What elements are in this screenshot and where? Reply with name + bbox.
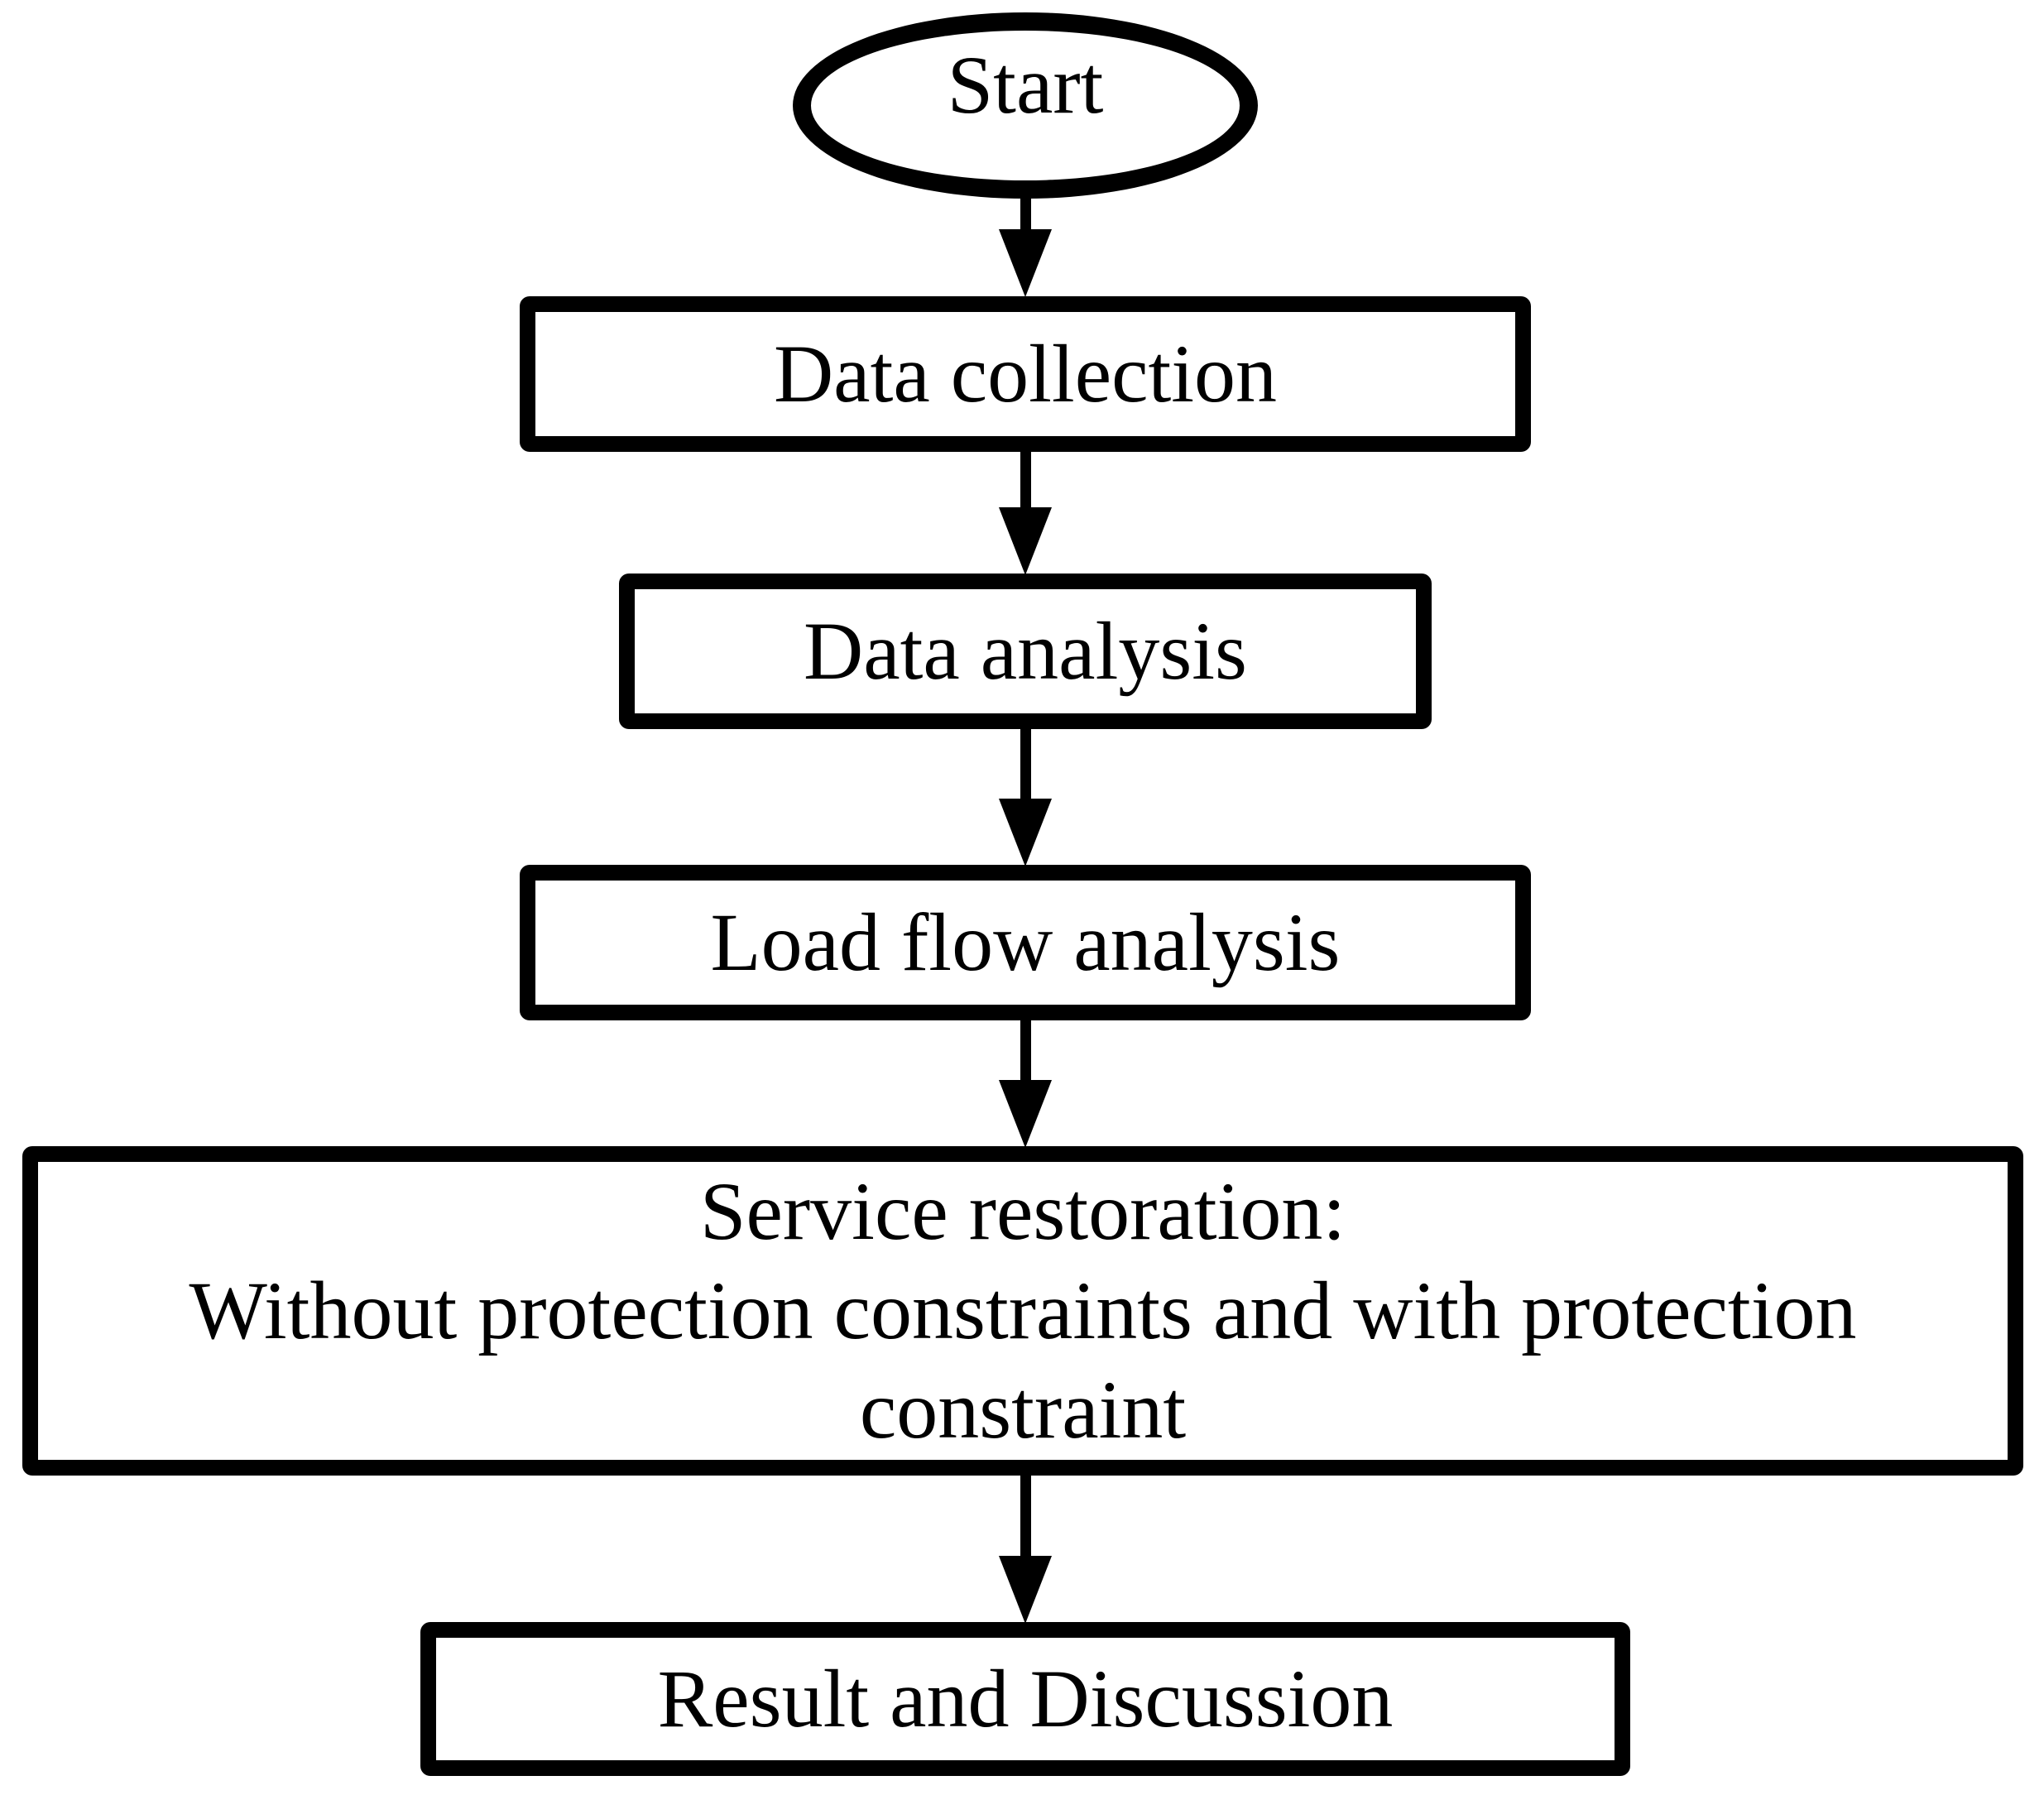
flowchart-node-result-discussion: Result and Discussion [420, 1622, 1630, 1776]
arrow-head-down-icon [999, 229, 1052, 297]
arrow-head-down-icon [999, 1556, 1052, 1624]
flowchart-node-start: Start [793, 12, 1258, 199]
node-result-discussion-label: Result and Discussion [657, 1653, 1394, 1745]
node-data-collection-label: Data collection [773, 328, 1278, 420]
node-load-flow-analysis-label: Load flow analysis [710, 896, 1341, 988]
arrow-head-down-icon [999, 507, 1052, 575]
node-data-analysis-label: Data analysis [804, 605, 1247, 697]
arrow-head-down-icon [999, 799, 1052, 866]
flow-arrow-data-collection-to-data-analysis [999, 450, 1052, 575]
flowchart-node-service-restoration: Service restoration: Without protection … [22, 1146, 2023, 1476]
flow-arrow-load-flow-to-service-restoration [999, 1019, 1052, 1148]
flow-arrow-start-to-data-collection [999, 196, 1052, 297]
arrow-shaft [1020, 450, 1031, 507]
arrow-shaft [1020, 1476, 1031, 1556]
flow-arrow-service-restoration-to-result [999, 1476, 1052, 1624]
node-service-restoration-label-line1: Service restoration: [699, 1165, 1346, 1257]
flowchart-node-data-collection: Data collection [520, 296, 1531, 452]
flowchart-node-load-flow-analysis: Load flow analysis [520, 865, 1531, 1020]
arrow-shaft [1020, 1019, 1031, 1080]
arrow-head-down-icon [999, 1080, 1052, 1148]
flow-arrow-data-analysis-to-load-flow [999, 727, 1052, 866]
arrow-shaft [1020, 196, 1031, 229]
flowchart-node-data-analysis: Data analysis [619, 574, 1432, 729]
arrow-shaft [1020, 727, 1031, 799]
node-start-label: Start [947, 39, 1104, 131]
node-service-restoration-label-line2: Without protection constraints and with … [189, 1265, 1857, 1456]
